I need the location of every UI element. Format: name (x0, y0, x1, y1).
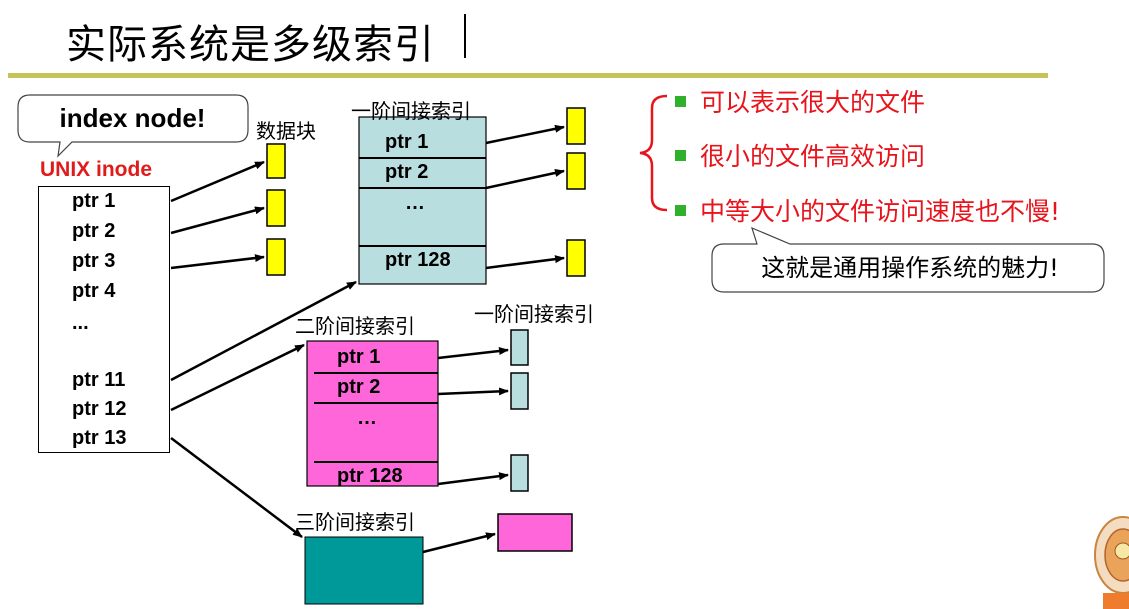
level2-index-block (306, 340, 439, 487)
level1-label: 一阶间接索引 (351, 99, 471, 123)
data-block (566, 107, 586, 145)
direct-data-blocks (266, 143, 286, 276)
inode-ptr: ptr 13 (72, 427, 127, 449)
inode-ptr: ptr 4 (72, 280, 116, 302)
note-text: 这就是通用操作系统的魅力! (761, 254, 1059, 282)
inode-ptr: ptr 1 (72, 190, 116, 212)
level3-label: 三阶间接索引 (295, 510, 415, 534)
index-node-callout (17, 94, 249, 158)
level2-child-index-blocks (510, 329, 529, 492)
index-block (510, 329, 529, 366)
level1-ellipsis: … (405, 192, 425, 214)
inode-ptr: ptr 11 (72, 369, 126, 391)
inode-ellipsis: ... (72, 312, 89, 334)
corner-logo-icon (1094, 516, 1129, 609)
index-block (510, 372, 529, 410)
level1-index-block (358, 116, 487, 285)
data-block (566, 152, 586, 190)
bullet-item: 中等大小的文件访问速度也不慢! (675, 192, 1060, 228)
inode-ptr: ptr 12 (72, 398, 127, 420)
level2-label: 二阶间接索引 (295, 314, 415, 338)
index-block (510, 454, 529, 492)
bullet-square-icon (675, 204, 686, 216)
data-block (266, 143, 286, 179)
data-block (266, 238, 286, 276)
level3-child-block (497, 513, 573, 552)
text-cursor (464, 14, 466, 58)
title-divider (8, 73, 1048, 78)
bullet-brace (639, 94, 668, 212)
data-block-label: 数据块 (256, 119, 316, 143)
inode-ptr: ptr 2 (72, 220, 116, 242)
inode-table (38, 186, 170, 453)
level2-ptr: ptr 128 (337, 465, 403, 487)
level2-ptr: ptr 2 (337, 376, 381, 398)
level1-ptr: ptr 128 (385, 249, 451, 271)
note-callout (711, 226, 1105, 293)
callout-text: index node! (59, 103, 206, 133)
bullet-square-icon (675, 95, 686, 107)
inode-label: UNIX inode (40, 158, 153, 181)
inode-ptr: ptr 3 (72, 250, 116, 272)
level1-data-blocks (566, 107, 586, 277)
level2-ellipsis: … (357, 407, 377, 429)
level3-index-block (304, 536, 424, 605)
data-block (266, 189, 286, 227)
level1-ptr: ptr 2 (385, 161, 429, 183)
level1-ptr: ptr 1 (385, 131, 429, 153)
level2-ptr: ptr 1 (337, 346, 381, 368)
level2-child-label: 一阶间接索引 (474, 302, 594, 326)
bullet-item: 可以表示很大的文件 (675, 83, 925, 119)
data-block (566, 239, 586, 277)
bullet-item: 很小的文件高效访问 (675, 137, 925, 173)
bullet-square-icon (675, 149, 686, 161)
pointer-arrows (170, 124, 565, 554)
page-title: 实际系统是多级索引 (66, 22, 435, 68)
